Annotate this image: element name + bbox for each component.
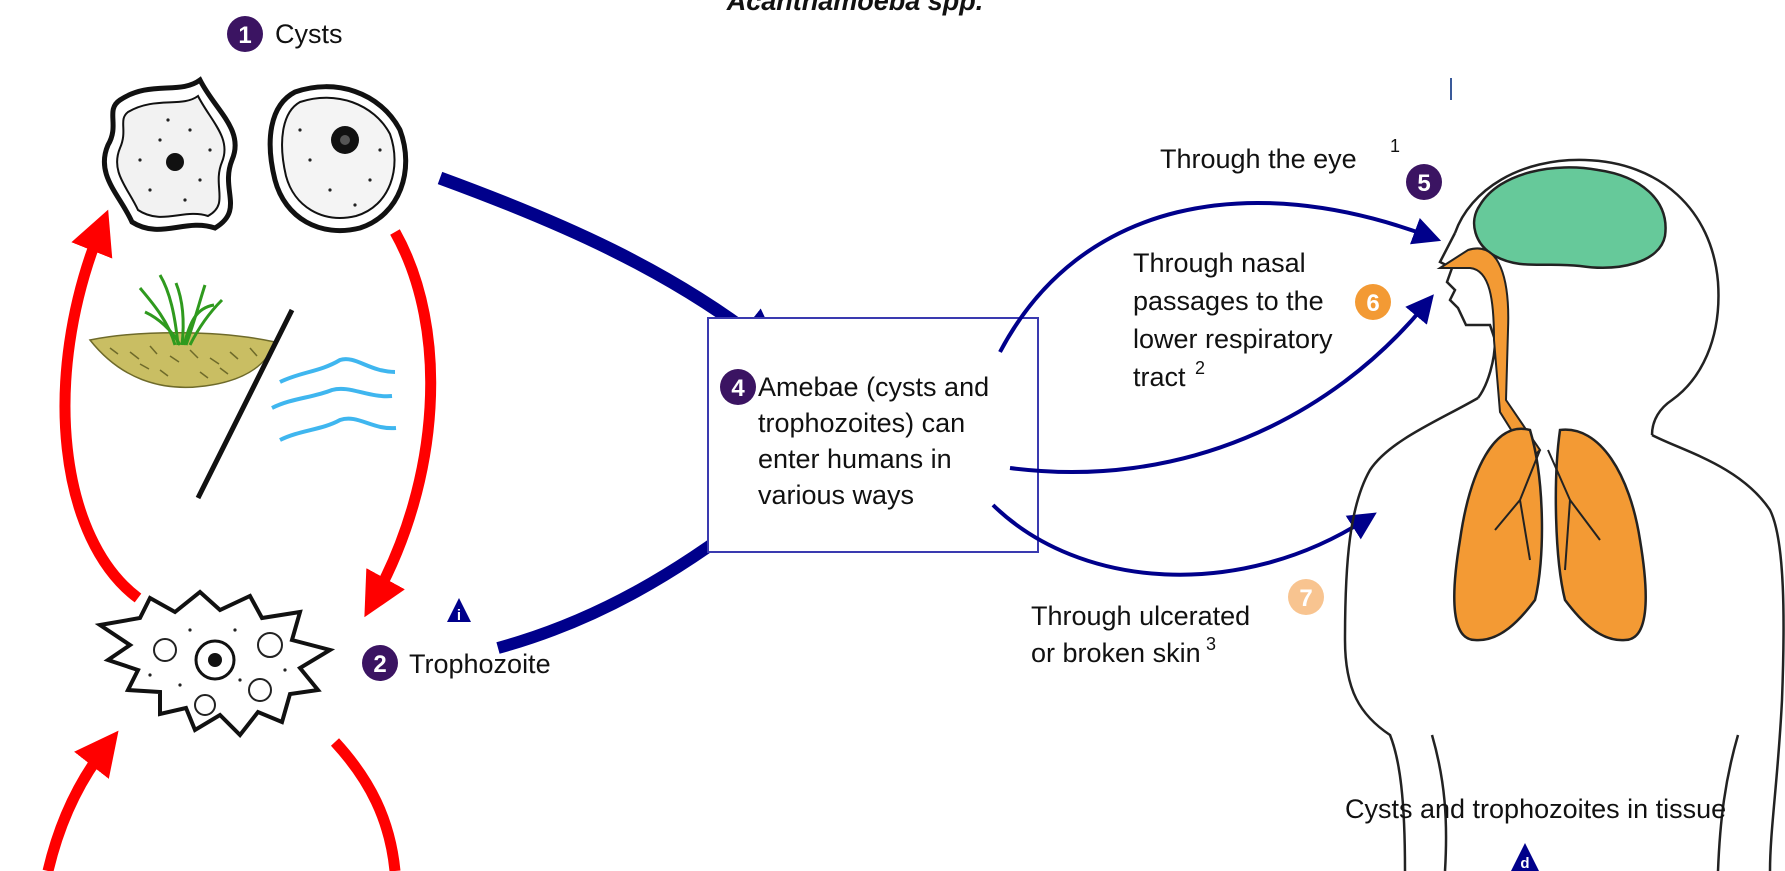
human-body-outline-left bbox=[1343, 396, 1479, 871]
eye-route-text: Through the eye bbox=[1160, 144, 1357, 174]
cyst-illustration-round bbox=[267, 84, 409, 234]
entry-box bbox=[707, 317, 1039, 553]
infective-stage-marker bbox=[447, 598, 471, 622]
arrow-route-eye bbox=[998, 200, 1442, 353]
lifecycle-arrow-lower-left bbox=[42, 730, 119, 871]
stage-7-badge bbox=[1288, 579, 1324, 615]
tissue-label: Cysts and trophozoites in tissue bbox=[1345, 794, 1726, 824]
stage-4-badge bbox=[720, 369, 756, 405]
stage-1-badge bbox=[227, 16, 263, 52]
grass-illustration bbox=[138, 274, 224, 346]
skin-route-text: Through ulcerated or broken skin bbox=[1031, 601, 1258, 668]
human-head-outline bbox=[1453, 158, 1720, 436]
nasal-route-line-1: Through nasal bbox=[1133, 248, 1306, 278]
nasal-route-line-3: lower respiratory bbox=[1133, 324, 1333, 354]
lifecycle-arrow-cysts-to-trophozoite bbox=[364, 229, 437, 618]
entry-box-line-3: enter humans in bbox=[758, 444, 952, 474]
stage-5-number: 5 bbox=[1417, 170, 1430, 197]
water-illustration bbox=[271, 357, 397, 442]
right-lung bbox=[1554, 428, 1647, 642]
nasal-route-text: Through nasal passages to the lower resp… bbox=[1133, 248, 1340, 392]
entry-box-line-1: Amebae (cysts and bbox=[758, 372, 989, 402]
stage-6-badge bbox=[1355, 284, 1391, 320]
entry-box-line-2: trophozoites) can bbox=[758, 408, 965, 438]
human-body-outline-right bbox=[1651, 433, 1785, 871]
nasal-route-line-4: tract bbox=[1133, 362, 1186, 392]
stage-7-number: 7 bbox=[1299, 585, 1312, 612]
left-lung bbox=[1453, 427, 1544, 642]
trophozoite-illustration bbox=[94, 589, 336, 739]
nasal-route-line-2: passages to the bbox=[1133, 286, 1324, 316]
diagram-title: Acanthamoeba spp. bbox=[726, 0, 984, 16]
stage-4-number: 4 bbox=[731, 375, 745, 402]
lifecycle-arrow-trophozoite-to-cysts bbox=[59, 209, 142, 603]
entry-box-line-4: various ways bbox=[758, 480, 914, 510]
environment-divider-line bbox=[195, 308, 295, 500]
cyst-illustration-star bbox=[101, 76, 238, 232]
cysts-stage-label: 1 Cysts bbox=[227, 16, 343, 52]
arrow-route-nasal bbox=[1009, 294, 1434, 475]
diagnostic-stage-marker bbox=[1511, 843, 1539, 871]
eye-route-label: Through the eye bbox=[1160, 144, 1357, 174]
skin-route-footnote: 3 bbox=[1206, 634, 1216, 654]
human-figure-illustration bbox=[1343, 158, 1785, 871]
skin-route-line-1: Through ulcerated bbox=[1031, 601, 1250, 631]
arrow-route-skin bbox=[991, 503, 1377, 577]
infective-marker-letter: i bbox=[457, 607, 461, 624]
lifecycle-arrow-lower-right bbox=[330, 738, 401, 871]
trophozoite-label: Trophozoite bbox=[409, 649, 551, 679]
trophozoite-stage-label: i 2 Trophozoite bbox=[362, 598, 551, 681]
eye-route-footnote: 1 bbox=[1390, 136, 1400, 156]
arrow-cysts-to-humans bbox=[437, 171, 786, 362]
skin-route-line-2: or broken skin bbox=[1031, 638, 1201, 668]
stage-5-badge bbox=[1406, 164, 1442, 200]
brain bbox=[1472, 166, 1667, 269]
cysts-label: Cysts bbox=[275, 19, 343, 49]
soil-environment-illustration bbox=[88, 332, 276, 389]
stage-2-badge bbox=[362, 645, 398, 681]
stage-1-number: 1 bbox=[238, 22, 251, 49]
nasal-route-footnote: 2 bbox=[1195, 358, 1205, 378]
stage-6-number: 6 bbox=[1366, 290, 1379, 317]
stage-2-number: 2 bbox=[373, 651, 386, 678]
diagnostic-marker-letter: d bbox=[1520, 855, 1529, 871]
entry-box-text: Amebae (cysts and trophozoites) can ente… bbox=[758, 372, 997, 510]
